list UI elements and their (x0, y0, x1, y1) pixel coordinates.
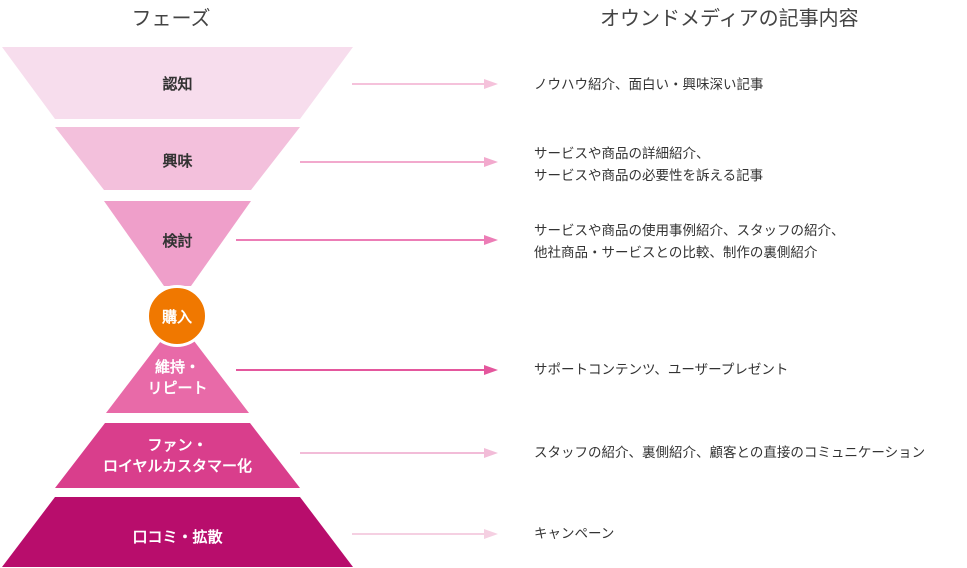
stage-content: サービスや商品の詳細紹介、 サービスや商品の必要性を訴える記事 (534, 146, 764, 184)
arrow-head-icon (484, 235, 498, 245)
phase-column-header: フェーズ (131, 6, 211, 30)
stage-content: ノウハウ紹介、面白い・興味深い記事 (534, 77, 764, 93)
arrow-head-icon (484, 365, 498, 375)
purchase-stage: 購入 (146, 285, 208, 347)
stage-label: 口コミ・拡散 (132, 527, 223, 546)
funnel-stage-2 (55, 127, 300, 190)
purchase-label: 購入 (161, 307, 192, 326)
stage-label: 維持・ リピート (147, 358, 208, 397)
funnel-stage-5 (55, 423, 300, 488)
arrow-head-icon (484, 79, 498, 89)
stage-label: ファン・ ロイヤルカスタマー化 (102, 436, 253, 475)
arrow-head-icon (484, 157, 498, 167)
stage-content: サポートコンテンツ、ユーザープレゼント (534, 362, 789, 378)
funnel-stage-4 (106, 337, 249, 413)
stage-content: サービスや商品の使用事例紹介、スタッフの紹介、 他社商品・サービスとの比較、制作… (534, 223, 845, 261)
stage-content: スタッフの紹介、裏側紹介、顧客との直接のコミュニケーション (534, 445, 926, 461)
funnel-stage-3 (104, 201, 251, 286)
stage-label: 認知 (162, 74, 193, 93)
stage-content: キャンペーン (534, 526, 615, 542)
arrow-head-icon (484, 529, 498, 539)
funnel-stage-1 (2, 47, 353, 119)
stage-label: 検討 (162, 231, 193, 250)
funnel-stage-6 (2, 497, 353, 567)
content-column-header: オウンドメディアの記事内容 (600, 6, 859, 30)
arrow-head-icon (484, 448, 498, 458)
stage-label: 興味 (162, 151, 193, 170)
